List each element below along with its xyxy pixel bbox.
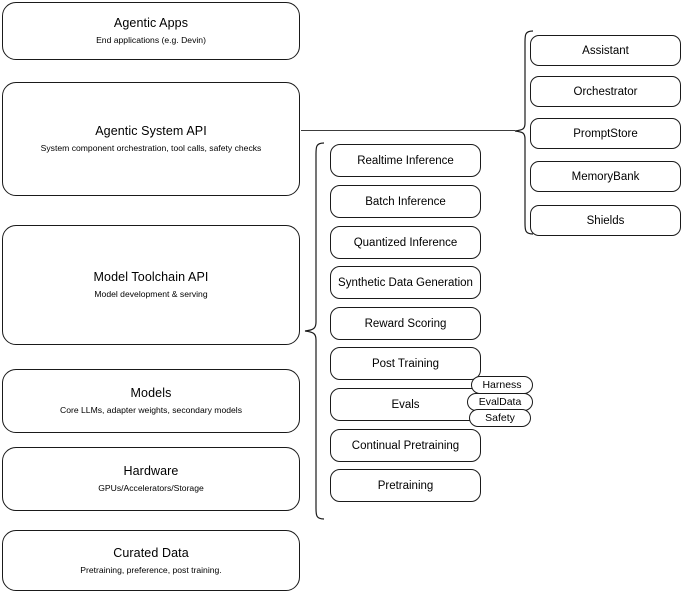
layer-subtitle: Pretraining, preference, post training. [80,564,222,575]
agentic-component-label: Orchestrator [573,85,638,98]
layer-title: Models [130,386,172,400]
agentic-component-label: PromptStore [573,127,638,140]
agentic-component-promptstore[interactable]: PromptStore [530,118,681,149]
layer-card-agentic-apps[interactable]: Agentic Apps End applications (e.g. Devi… [2,2,300,60]
agentic-component-label: Shields [586,214,625,227]
layer-subtitle: GPUs/Accelerators/Storage [98,483,204,493]
toolchain-item-quantized-inference[interactable]: Quantized Inference [330,226,481,259]
agentic-component-label: Assistant [582,44,629,57]
toolchain-item-reward-scoring[interactable]: Reward Scoring [330,307,481,340]
toolchain-item-label: Continual Pretraining [351,439,460,452]
toolchain-item-continual-pretraining[interactable]: Continual Pretraining [330,429,481,462]
layer-title: Curated Data [113,545,189,560]
toolchain-item-batch-inference[interactable]: Batch Inference [330,185,481,218]
layer-title: Agentic Apps [113,16,189,30]
toolchain-item-label: Pretraining [377,479,434,492]
agentic-component-shields[interactable]: Shields [530,205,681,236]
toolchain-item-pretraining[interactable]: Pretraining [330,469,481,502]
toolchain-item-label: Quantized Inference [353,236,458,249]
toolchain-item-synthetic-data-generation[interactable]: Synthetic Data Generation [330,266,481,299]
toolchain-item-label: Reward Scoring [364,317,447,330]
bracket-agentic-components-group [514,30,534,235]
bracket-toolchain-group [304,142,325,520]
toolchain-item-label: Evals [391,398,420,411]
layer-subtitle: End applications (e.g. Devin) [96,35,206,45]
eval-capsule-harness[interactable]: Harness [471,376,533,394]
toolchain-item-realtime-inference[interactable]: Realtime Inference [330,144,481,177]
layer-title: Agentic System API [95,124,207,138]
layer-title: Hardware [123,464,179,478]
layer-card-hardware[interactable]: Hardware GPUs/Accelerators/Storage [2,447,300,511]
toolchain-item-label: Post Training [371,357,440,370]
agentic-component-assistant[interactable]: Assistant [530,35,681,66]
layer-subtitle: Model development & serving [94,289,208,299]
layer-card-model-toolchain-api[interactable]: Model Toolchain API Model development & … [2,225,300,345]
layer-title: Model Toolchain API [93,270,209,284]
toolchain-item-label: Synthetic Data Generation [338,276,473,289]
agentic-component-orchestrator[interactable]: Orchestrator [530,76,681,107]
eval-capsule-evaldata[interactable]: EvalData [467,393,533,411]
toolchain-item-label: Realtime Inference [357,154,454,167]
connector-system-api-to-components [301,130,515,131]
agentic-component-memorybank[interactable]: MemoryBank [530,161,681,192]
toolchain-item-evals[interactable]: Evals [330,388,481,421]
layer-card-curated-data[interactable]: Curated Data Pretraining, preference, po… [2,530,300,591]
layer-subtitle: System component orchestration, tool cal… [40,143,262,153]
toolchain-item-post-training[interactable]: Post Training [330,347,481,380]
toolchain-item-label: Batch Inference [365,195,446,208]
layer-card-agentic-system-api[interactable]: Agentic System API System component orch… [2,82,300,196]
agentic-component-label: MemoryBank [571,170,640,183]
eval-capsule-safety[interactable]: Safety [469,409,531,427]
layer-subtitle: Core LLMs, adapter weights, secondary mo… [60,405,242,415]
layer-card-models[interactable]: Models Core LLMs, adapter weights, secon… [2,369,300,433]
